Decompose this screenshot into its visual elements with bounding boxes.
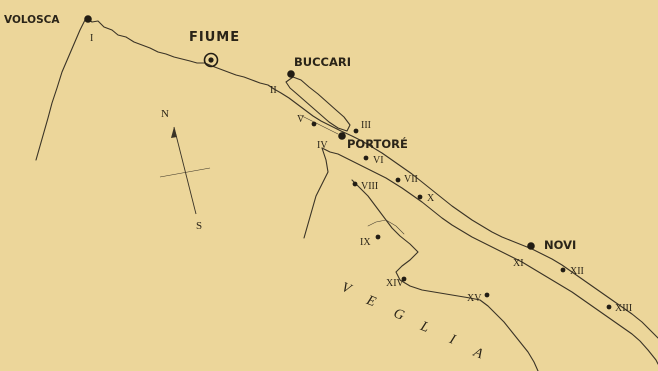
numeral-vii: VII bbox=[404, 174, 418, 185]
inner-inlet-coastline bbox=[299, 114, 339, 135]
numeral-iv: IV bbox=[317, 140, 328, 151]
fiume-label: FIUME bbox=[189, 30, 240, 45]
point-xv-marker bbox=[484, 292, 490, 298]
point-ix-marker bbox=[375, 234, 381, 240]
point-viii-marker bbox=[352, 181, 358, 187]
novi-label: NOVI bbox=[544, 238, 576, 252]
veglia-west-coastline bbox=[303, 147, 329, 239]
compass-rose: N S bbox=[159, 108, 211, 232]
numeral-i: I bbox=[90, 33, 93, 44]
numeral-xiii: XIII bbox=[615, 303, 632, 314]
point-xiv-marker bbox=[401, 276, 407, 282]
compass-north-label: N bbox=[161, 108, 169, 120]
point-vii-marker bbox=[395, 177, 401, 183]
compass-needle bbox=[173, 126, 197, 215]
compass-cross bbox=[159, 167, 211, 178]
buccari-bay-coastline bbox=[285, 76, 351, 132]
veglia-north-coastline bbox=[321, 147, 658, 365]
numeral-viii: VIII bbox=[361, 181, 378, 192]
point-iii-marker bbox=[353, 128, 359, 134]
compass-north-arrow bbox=[171, 127, 177, 138]
veglia-cove-coastline bbox=[351, 179, 539, 371]
numeral-ii: II bbox=[270, 85, 277, 96]
novi-marker bbox=[527, 242, 535, 250]
numeral-xv: XV bbox=[467, 293, 482, 304]
numeral-iii: III bbox=[361, 120, 371, 131]
numeral-xi: XI bbox=[513, 258, 524, 269]
point-xiii-marker bbox=[606, 304, 612, 310]
numeral-xiv: XIV bbox=[386, 278, 405, 289]
portore-label: PORTORÉ bbox=[347, 136, 408, 151]
fiume-marker bbox=[203, 52, 219, 68]
numeral-vi: VI bbox=[373, 155, 384, 166]
numeral-ix: IX bbox=[360, 237, 371, 248]
numeral-v: V bbox=[297, 114, 305, 125]
ix-bay-coastline bbox=[367, 219, 405, 235]
volosca-marker bbox=[84, 15, 92, 23]
numeral-xii: XII bbox=[570, 266, 584, 277]
point-x-marker bbox=[417, 194, 423, 200]
mainland-coastline bbox=[85, 17, 658, 339]
compass-south-label: S bbox=[196, 220, 202, 232]
point-xii-marker bbox=[560, 267, 566, 273]
istria-coastline bbox=[35, 17, 87, 161]
buccari-marker bbox=[287, 70, 295, 78]
point-vi-marker bbox=[363, 155, 369, 161]
buccari-label: BUCCARI bbox=[294, 55, 351, 69]
numeral-x: X bbox=[427, 193, 435, 204]
portore-marker bbox=[338, 132, 346, 140]
volosca-label: VOLOSCA bbox=[4, 14, 60, 26]
point-v-marker bbox=[311, 121, 317, 127]
